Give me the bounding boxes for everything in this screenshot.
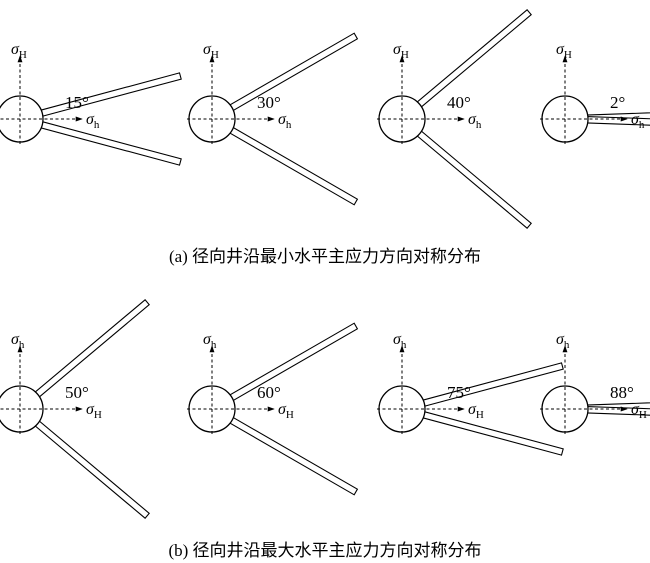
vertical-axis-label: σh [556,331,570,351]
angle-label: 60° [257,383,281,402]
vertical-axis-subscript: H [211,49,219,61]
horizontal-axis-subscript: H [476,409,484,421]
vertical-axis-subscript: H [19,49,27,61]
horizontal-axis-label: σh [86,111,100,131]
panels-layer: σHσh15°σHσh30°σHσh40°σHσh2°σhσH50°σhσH60… [0,9,650,519]
horizontal-axis-subscript: H [286,409,294,421]
angle-label: 88° [610,383,634,402]
angle-label: 15° [65,93,89,112]
vertical-axis-label: σh [203,331,217,351]
angle-label: 40° [447,93,471,112]
lower-well-branch [417,409,564,456]
horizontal-axis-subscript: h [476,119,482,131]
vertical-axis-label: σH [556,41,572,61]
upper-well-branch [412,9,532,111]
horizontal-axis-label: σH [468,401,484,421]
lower-well-branch [225,414,359,496]
caption-a: (a) 径向井沿最小水平主应力方向对称分布 [169,247,481,266]
vertical-axis-label: σh [393,331,407,351]
caption-b: (b) 径向井沿最大水平主应力方向对称分布 [168,541,481,560]
horizontal-axis-subscript: h [94,119,100,131]
horizontal-axis-label: σh [468,111,482,131]
horizontal-axis-subscript: H [94,409,102,421]
vertical-axis-subscript: h [211,339,217,351]
vertical-axis-subscript: h [564,339,570,351]
horizontal-axis-subscript: h [286,119,292,131]
upper-well-branch [30,299,150,401]
vertical-axis-label: σH [203,41,219,61]
vertical-axis-label: σH [11,41,27,61]
vertical-axis-label: σh [11,331,25,351]
horizontal-axis-subscript: H [639,409,647,421]
horizontal-axis-subscript: h [639,119,645,131]
angle-label: 2° [610,93,625,112]
upper-well-branch [35,72,182,119]
upper-well-branch [417,362,564,409]
lower-well-branch [412,127,532,229]
angle-label: 50° [65,383,89,402]
horizontal-axis-label: σH [278,401,294,421]
vertical-axis-subscript: H [401,49,409,61]
upper-well-branch [225,322,359,404]
lower-well-branch [30,417,150,519]
angle-label: 30° [257,93,281,112]
horizontal-axis-label: σh [278,111,292,131]
vertical-axis-label: σH [393,41,409,61]
lower-well-branch [225,124,359,206]
upper-well-branch [225,32,359,114]
vertical-axis-subscript: H [564,49,572,61]
lower-well-branch [35,119,182,166]
vertical-axis-subscript: h [19,339,25,351]
horizontal-axis-label: σH [86,401,102,421]
angle-label: 75° [447,383,471,402]
vertical-axis-subscript: h [401,339,407,351]
